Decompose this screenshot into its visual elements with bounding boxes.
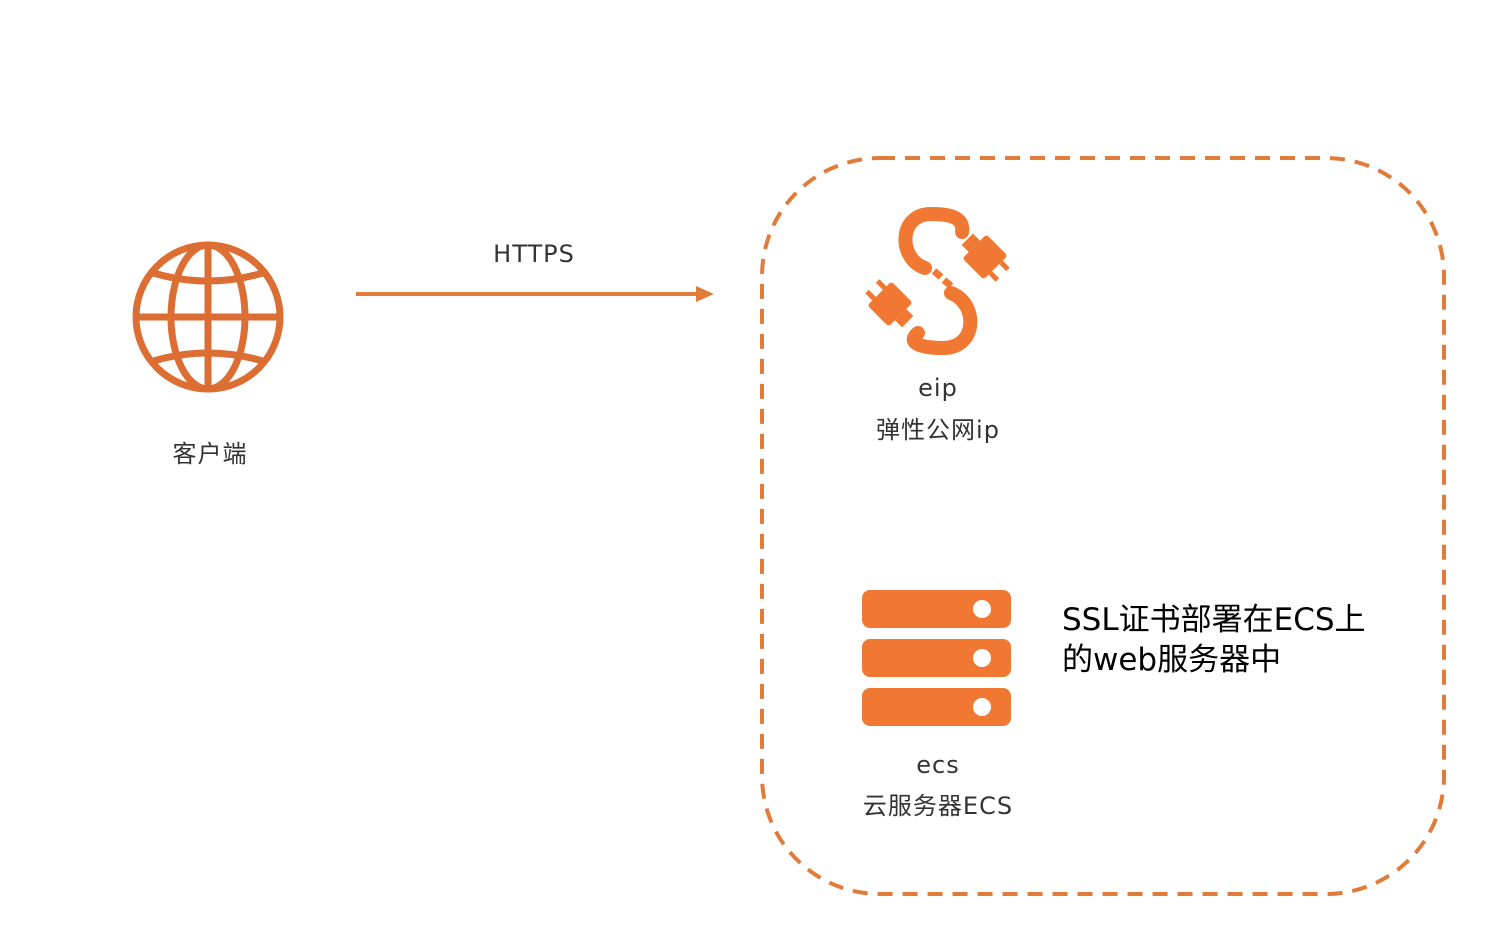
cable-link-icon	[865, 206, 1010, 356]
group-boundary	[760, 156, 1446, 896]
https-label: HTTPS	[493, 240, 575, 268]
eip-desc-label: 弹性公网ip	[876, 416, 1000, 444]
ecs-name-label: ecs	[916, 751, 960, 779]
ecs-desc-label: 云服务器ECS	[862, 792, 1014, 820]
globe-icon	[132, 241, 284, 393]
ssl-deployment-note: SSL证书部署在ECS上 的web服务器中	[1062, 602, 1366, 678]
server-stack-icon	[862, 590, 1011, 726]
https-arrow	[356, 286, 714, 302]
client-label: 客户端	[172, 440, 248, 468]
eip-name-label: eip	[918, 374, 958, 402]
